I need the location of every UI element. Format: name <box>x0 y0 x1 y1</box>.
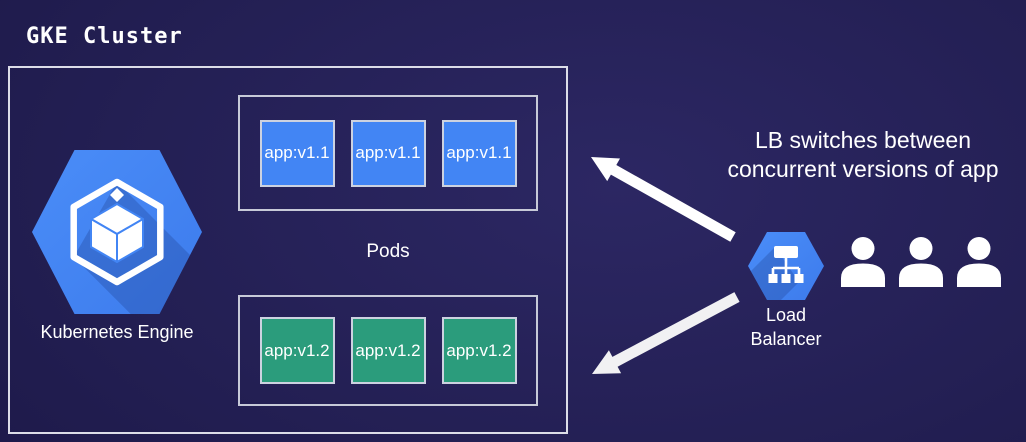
pod-app-v1-1: app:v1.1 <box>350 119 426 187</box>
kubernetes-engine-icon <box>32 150 202 314</box>
pods-group-v1-2: app:v1.2 app:v1.2 app:v1.2 <box>238 295 538 406</box>
user-icon <box>957 237 1001 287</box>
annotation-line1: LB switches between <box>754 127 972 153</box>
annotation-text: LB switches between concurrent versions … <box>700 126 1026 184</box>
user-icon <box>841 237 885 287</box>
load-balancer-label: Load Balancer <box>726 303 846 351</box>
load-balancer-icon <box>748 232 824 300</box>
annotation-line2: concurrent versions of app <box>727 156 999 182</box>
load-balancer-label-line2: Balancer <box>750 329 822 349</box>
pod-app-v1-2: app:v1.2 <box>350 317 426 384</box>
users-group <box>840 237 1002 287</box>
pods-group-v1-1: app:v1.1 app:v1.1 app:v1.1 <box>238 95 538 211</box>
gke-cluster-box <box>8 66 568 434</box>
user-icon <box>899 237 943 287</box>
kubernetes-engine-label: Kubernetes Engine <box>40 322 194 342</box>
pod-app-v1-1: app:v1.1 <box>441 119 517 187</box>
arrow-down-left-icon <box>592 292 740 374</box>
load-balancer-label-line1: Load <box>765 305 807 325</box>
pod-app-v1-2: app:v1.2 <box>259 317 335 384</box>
pod-app-v1-1: app:v1.1 <box>259 119 335 187</box>
pod-app-v1-2: app:v1.2 <box>441 317 517 384</box>
diagram-title: GKE Cluster <box>26 24 183 49</box>
pods-label: Pods <box>366 241 410 262</box>
